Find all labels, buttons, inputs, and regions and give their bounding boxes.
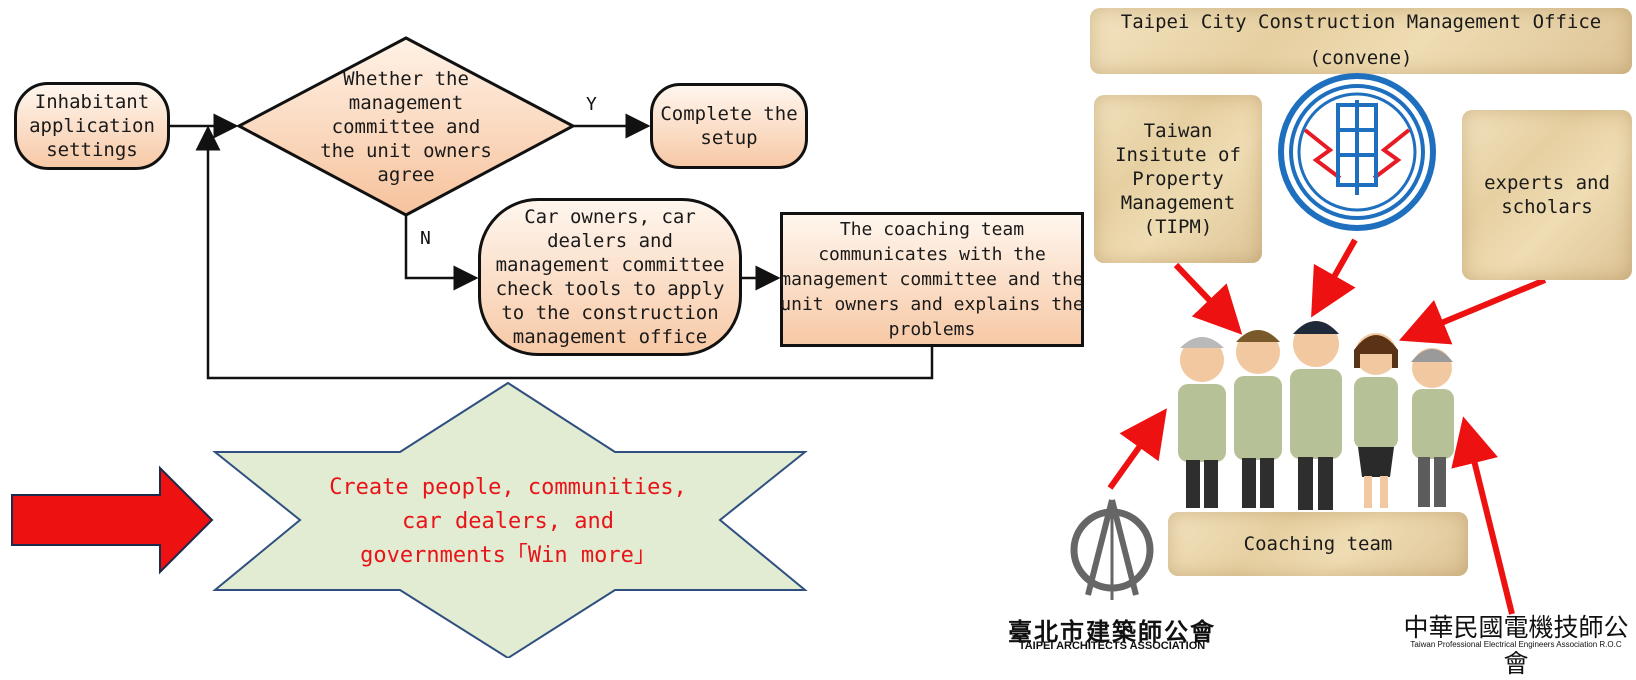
apply-node-label: Car owners, car dealers and management c…	[495, 206, 725, 348]
coaching-node-label: The coaching team communicates with the …	[780, 219, 1084, 340]
decision-label: Whether the management committee and the…	[320, 68, 492, 186]
header-title: Taipei City Construction Management Offi…	[1120, 11, 1602, 33]
complete-node-label: Complete the setup	[660, 103, 798, 149]
big-red-arrow	[11, 465, 214, 575]
arrow-no	[404, 215, 479, 291]
flowchart-connectors	[11, 36, 1547, 658]
experts-card	[1462, 110, 1632, 280]
start-node-label: Inhabitant application settings	[29, 91, 155, 161]
outcome-text: Create people, communities, car dealers,…	[329, 475, 687, 568]
experts-label: experts and scholars	[1484, 172, 1610, 218]
apply-node	[478, 198, 742, 356]
start-node	[14, 82, 170, 170]
arrow-experts-team	[1398, 277, 1547, 345]
coaching-team-label: Coaching team	[1243, 533, 1393, 555]
arrow-power-team	[1311, 238, 1358, 318]
no-label: N	[420, 228, 431, 249]
yes-label: Y	[586, 94, 597, 115]
complete-node	[650, 83, 808, 169]
header-subtitle: (convene)	[1309, 47, 1413, 69]
arrow-tipm-team	[1173, 262, 1243, 335]
arrow-architects-team	[1107, 408, 1167, 490]
outcome-star	[212, 381, 808, 658]
tipm-card	[1094, 95, 1262, 263]
arrow-engineers-team	[1451, 416, 1515, 615]
architects-name-cn: 臺北市建築師公會	[1008, 618, 1216, 646]
header-banner	[1090, 8, 1632, 74]
coaching-team-card	[1168, 512, 1468, 576]
engineers-name-en: Taiwan Professional Electrical Engineers…	[1410, 640, 1622, 649]
coaching-node	[780, 212, 1084, 347]
architects-name-en: TAIPEI ARCHITECTS ASSOCIATION	[1018, 640, 1206, 652]
tipm-label: Taiwan Insitute of Property Management (…	[1115, 120, 1241, 238]
arrow-feedback	[195, 125, 934, 380]
